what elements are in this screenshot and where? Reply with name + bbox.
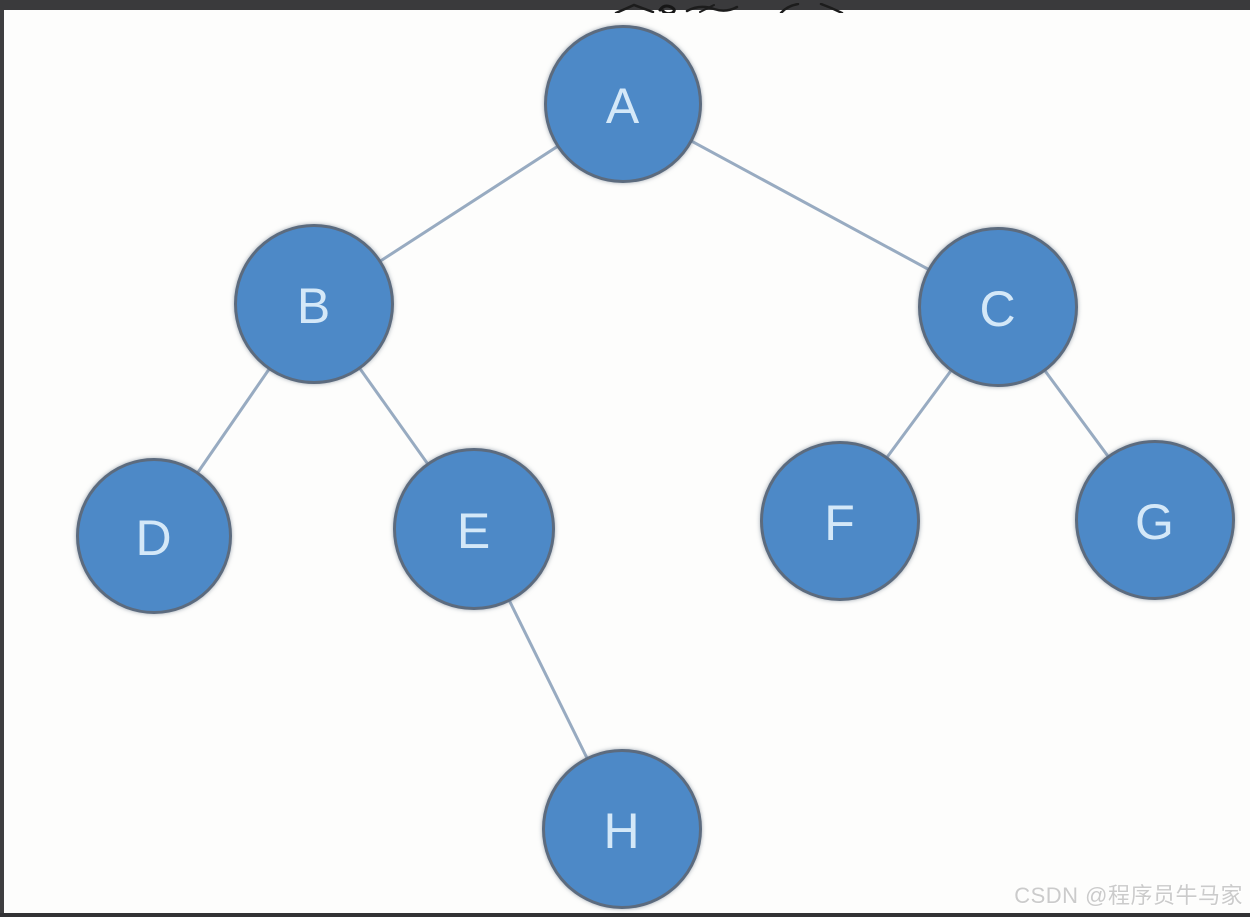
tree-node-g: G [1075,440,1235,600]
node-label: E [456,503,492,559]
node-label: G [1135,494,1175,550]
tree-node-b: B [234,224,394,384]
tree-node-a: A [544,25,702,183]
tree-node-h: H [542,749,702,909]
node-label: A [605,78,641,134]
cropped-handwriting-marks [614,2,844,16]
node-label: F [824,495,856,551]
node-label: B [296,278,332,334]
top-frame-bar [0,0,1250,16]
tree-node-c: C [918,227,1078,387]
tree-node-e: E [393,448,555,610]
csdn-watermark: CSDN @程序员牛马家 [1014,883,1243,908]
node-label: D [135,510,173,566]
tree-node-d: D [76,458,232,614]
node-label: H [603,803,641,859]
bottom-frame-strip [0,913,1250,917]
tree-node-f: F [760,441,920,601]
left-frame-strip [0,10,4,917]
node-label: C [979,281,1017,337]
